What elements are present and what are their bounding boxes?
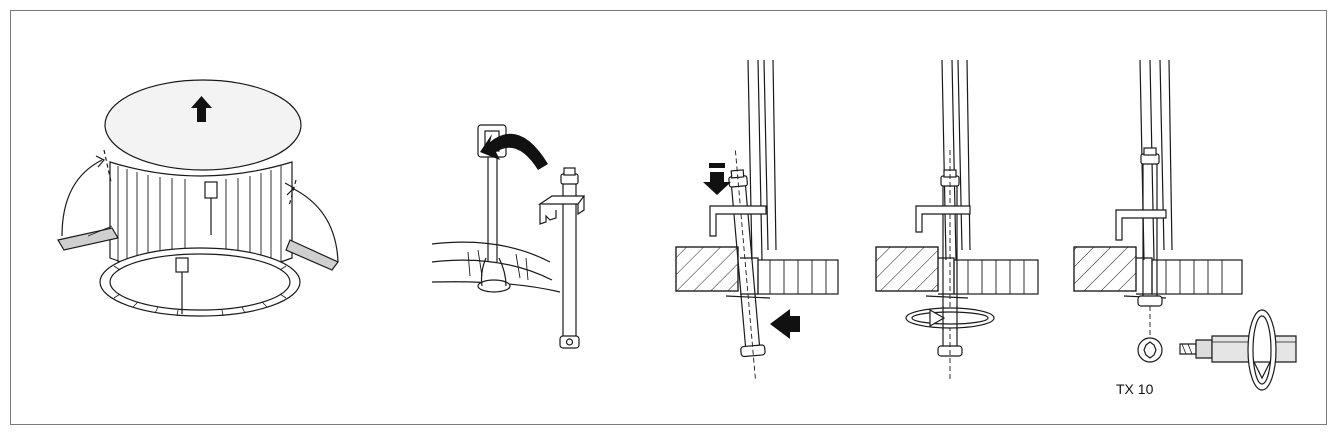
step-2-clip (431, 124, 586, 349)
ceiling-cutout-disc (104, 79, 302, 171)
spring-clip (538, 195, 586, 205)
rotation-arrow-icon (905, 306, 995, 330)
up-arrow-icon (191, 96, 212, 122)
ceiling-board (675, 246, 739, 292)
step-5-fasten (1073, 59, 1297, 391)
ring-segment (431, 241, 551, 263)
right-spring (285, 239, 339, 271)
curved-arrow-icon (480, 133, 548, 170)
left-spring (57, 227, 119, 251)
torx-size-label: TX 10 (1116, 381, 1154, 397)
step-4-rotate (875, 59, 1039, 380)
ceiling-board (1073, 246, 1137, 292)
curved-arrow-icon (291, 187, 339, 263)
screwdriver-icon (1179, 335, 1297, 363)
rotation-arrow-icon (1247, 309, 1277, 391)
down-arrow-icon (703, 172, 731, 195)
curved-arrow-icon (61, 159, 103, 237)
step-3-insert (675, 59, 839, 380)
left-arrow-icon (770, 309, 800, 339)
ceiling-board (875, 246, 939, 292)
step-1-housing (57, 79, 339, 317)
